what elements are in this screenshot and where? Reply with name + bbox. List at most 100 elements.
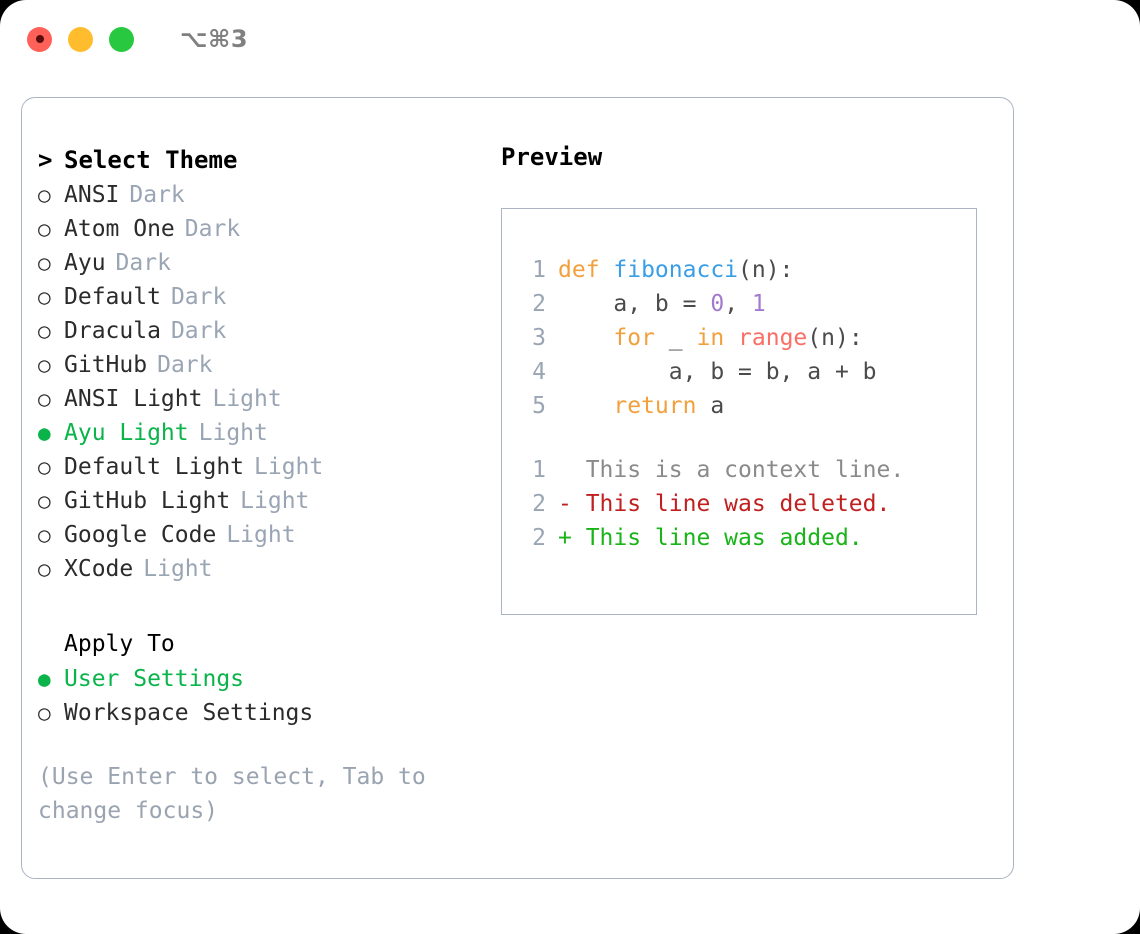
theme-name: GitHub Light [64, 488, 231, 514]
theme-variant-tag: Dark [170, 284, 227, 310]
line-number: 2 [532, 491, 546, 517]
radio-unselected-icon: ○ [38, 523, 51, 547]
theme-variant-tag: Light [226, 522, 296, 548]
code-line-text: for _ in range(n): [558, 321, 863, 355]
radio-unselected-icon: ○ [38, 557, 51, 581]
code-token [558, 393, 613, 419]
diff-line-text: + This line was added. [558, 525, 863, 551]
radio-unselected-icon: ○ [38, 285, 51, 309]
preview-title: Preview [501, 143, 603, 171]
diff-spacer [516, 423, 976, 453]
minimize-button[interactable] [68, 26, 93, 52]
code-token: (n): [738, 257, 794, 283]
theme-variant-tag: Dark [157, 352, 213, 378]
code-line: 5 return a [516, 389, 976, 423]
apply-to-header: Apply To [64, 631, 175, 657]
radio-unselected-icon: ○ [38, 251, 51, 275]
diff-line: 2- This line was deleted. [516, 487, 976, 521]
line-number: 4 [532, 359, 546, 385]
radio-selected-icon: ● [38, 667, 51, 691]
code-line-text: a, b = b, a + b [558, 355, 877, 389]
apply-to-label: Workspace Settings [64, 700, 314, 726]
apply-to-item[interactable]: ○ Workspace Settings [38, 696, 498, 730]
theme-list-item[interactable]: ● Ayu Light Light [38, 416, 498, 450]
radio-unselected-icon: ○ [38, 489, 51, 513]
theme-name: Google Code [64, 522, 217, 548]
code-line-text: return a [558, 389, 724, 423]
line-number: 1 [532, 457, 546, 483]
code-token: range [738, 325, 808, 351]
code-token: for [613, 325, 655, 351]
line-number: 2 [532, 291, 546, 317]
code-token: a [696, 393, 725, 419]
code-token: a, b = [558, 291, 711, 317]
section-spacer [38, 586, 498, 626]
code-token: def [558, 257, 614, 283]
line-number: 5 [532, 393, 546, 419]
line-number: 2 [532, 525, 546, 551]
diff-sample: 1 This is a context line. 2- This line wa… [516, 453, 976, 555]
code-token: , [724, 291, 752, 317]
theme-name: Dracula [64, 318, 161, 344]
theme-variant-tag: Light [143, 556, 213, 582]
theme-name: ANSI [64, 182, 120, 208]
theme-name: Atom One [64, 216, 175, 242]
theme-name: Ayu Light [64, 420, 189, 446]
code-line: 3 for _ in range(n): [516, 321, 976, 355]
theme-name: ANSI Light [64, 386, 203, 412]
radio-unselected-icon: ○ [38, 701, 51, 725]
code-token: 0 [710, 291, 725, 317]
maximize-button[interactable] [109, 26, 134, 52]
code-token: in [696, 325, 725, 351]
apply-to-item[interactable]: ● User Settings [38, 662, 498, 696]
theme-list-item[interactable]: ○ Google Code Light [38, 518, 498, 552]
code-line-text: def fibonacci(n): [558, 253, 793, 287]
close-indicator-dot [35, 35, 44, 43]
code-line-text: a, b = 0, 1 [558, 287, 765, 321]
code-token [558, 325, 613, 351]
diff-line-text: This is a context line. [558, 457, 905, 483]
theme-list-item[interactable]: ○ GitHub Light Light [38, 484, 498, 518]
theme-variant-tag: Light [198, 420, 268, 446]
diff-line: 2 + This line was added. [516, 521, 976, 555]
radio-unselected-icon: ○ [38, 217, 51, 241]
theme-list-item[interactable]: ○ Ayu Dark [38, 246, 498, 280]
radio-unselected-icon: ○ [38, 183, 51, 207]
apply-to-list: ● User Settings ○ Workspace Settings [38, 662, 498, 730]
theme-list-item[interactable]: ○ Dracula Dark [38, 314, 498, 348]
theme-variant-tag: Dark [170, 318, 227, 344]
radio-unselected-icon: ○ [38, 319, 51, 343]
code-line: 4 a, b = b, a + b [516, 355, 976, 389]
theme-name: Default [64, 284, 161, 310]
apply-to-label: User Settings [64, 666, 245, 692]
code-token: (n): [807, 325, 863, 351]
line-number: 3 [532, 325, 546, 351]
radio-unselected-icon: ○ [38, 387, 51, 411]
code-token [724, 325, 738, 351]
theme-variant-tag: Light [240, 488, 310, 514]
theme-name: XCode [64, 556, 134, 582]
close-button[interactable] [27, 26, 52, 52]
code-token: a, b = b, a + b [558, 359, 877, 385]
code-token: fibonacci [613, 257, 739, 283]
theme-list-item[interactable]: ○ Default Dark [38, 280, 498, 314]
code-token: _ [654, 325, 697, 351]
radio-selected-icon: ● [38, 421, 51, 445]
theme-list-item[interactable]: ○ XCode Light [38, 552, 498, 586]
theme-name: Ayu [64, 250, 106, 276]
theme-variant-tag: Dark [115, 250, 171, 276]
radio-unselected-icon: ○ [38, 353, 51, 377]
